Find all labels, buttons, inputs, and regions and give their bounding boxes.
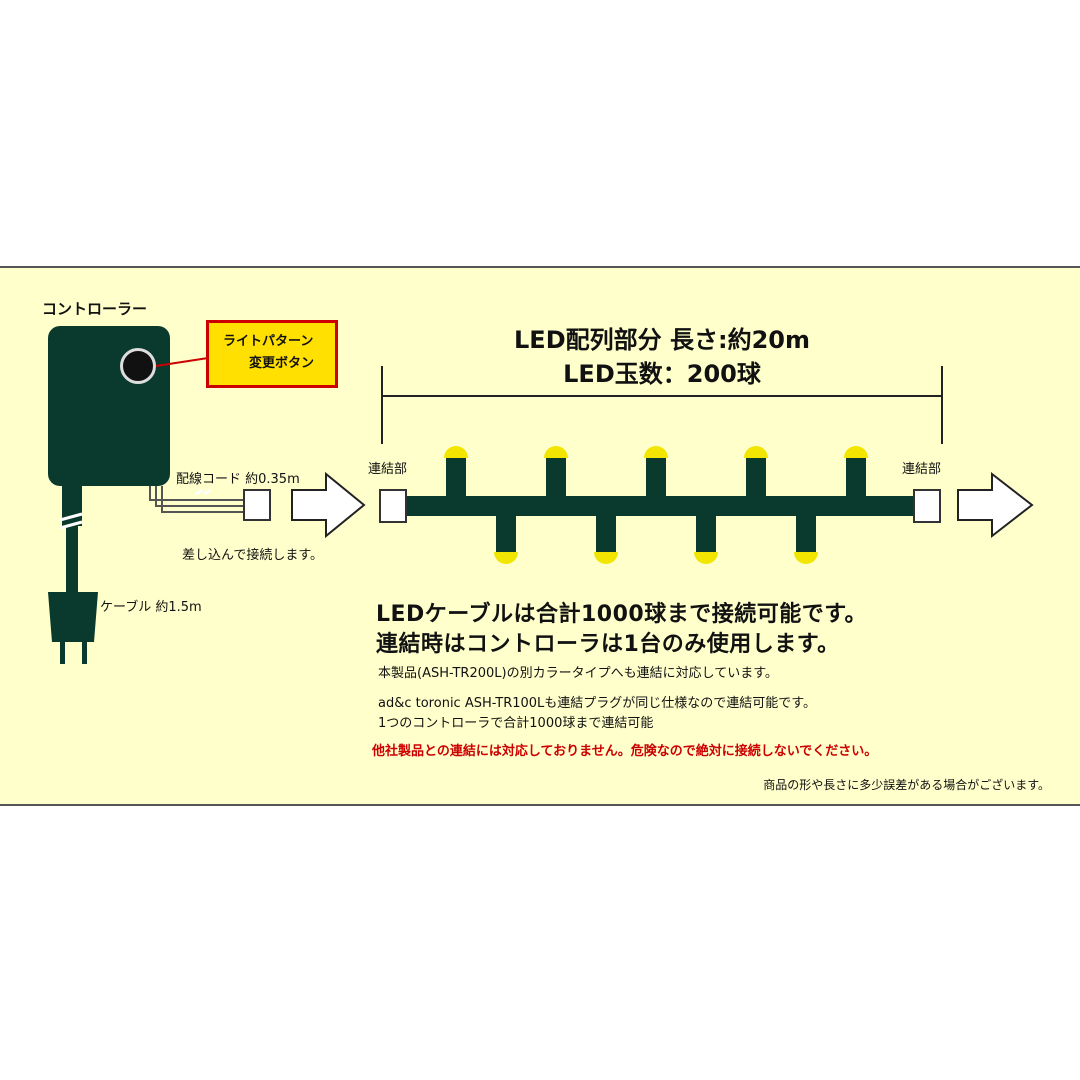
wire-cord <box>149 486 248 513</box>
desc-note-2: ad&c toronic ASH-TR100Lも連結プラグが同じ仕様なので連結可… <box>378 696 816 711</box>
power-cable <box>48 484 98 664</box>
cable-label: ケーブル 約1.5m <box>100 600 202 615</box>
controller-body <box>48 326 170 486</box>
desc-line-2: 連結時はコントローラは1台のみ使用します。 <box>376 632 840 657</box>
callout-line-2: 変更ボタン <box>249 356 315 371</box>
spec-count: LED玉数：200球 <box>563 360 761 388</box>
arrow-right-icon <box>957 471 1034 539</box>
desc-note-3: 1つのコントローラで合計1000球まで連結可能 <box>378 716 654 731</box>
upper-led-branches <box>444 446 868 498</box>
desc-line-1: LEDケーブルは合計1000球まで接続可能です。 <box>376 602 868 627</box>
power-plug <box>48 592 98 642</box>
button-callout: ライトパターン 変更ボタン <box>206 320 338 388</box>
diagram-panel: コントローラー ライトパターン 変更ボタン 配線コード 約0.35m 差し込んで… <box>0 266 1080 806</box>
length-dimension-line <box>381 366 943 444</box>
spec-length: LED配列部分 長さ:約20m <box>514 326 810 354</box>
wire-end-connector <box>243 489 271 521</box>
plug-note: 差し込んで接続します。 <box>182 548 324 563</box>
led-main-cable <box>404 496 914 516</box>
connector-left-label: 連結部 <box>368 462 408 477</box>
wire-label: 配線コード 約0.35m <box>176 472 300 487</box>
diagram-graphics <box>48 366 1034 664</box>
lower-led-branches <box>494 514 818 564</box>
warning-text: 他社製品との連結には対応しておりません。危険なので絶対に接続しないでください。 <box>372 744 878 759</box>
connector-right-label: 連結部 <box>902 462 942 477</box>
disclaimer-text: 商品の形や長さに多少誤差がある場合がございます。 <box>763 778 1050 792</box>
pattern-button-icon <box>120 348 156 384</box>
desc-note-1: 本製品(ASH-TR200L)の別カラータイプへも連結に対応しています。 <box>378 666 778 681</box>
callout-line-1: ライトパターン <box>223 334 314 349</box>
right-connector <box>913 489 941 523</box>
left-connector <box>379 489 407 523</box>
arrow-right-icon <box>291 471 366 539</box>
controller-title: コントローラー <box>42 300 148 318</box>
